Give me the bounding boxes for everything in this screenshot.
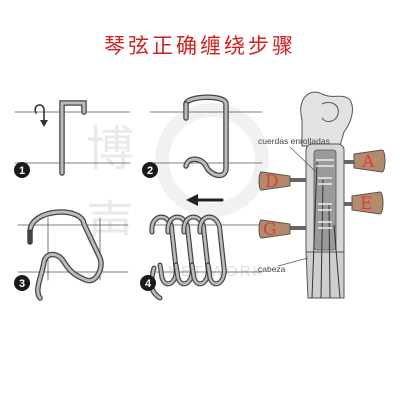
note-coiled-strings: cuerdas enrolladas	[258, 136, 330, 146]
peg-label-e: E	[360, 194, 372, 214]
violin-pegbox: D A E G cuerdas enrolladas cabeza	[258, 91, 386, 299]
step-1-string	[59, 100, 87, 176]
step-2-badge	[142, 162, 158, 178]
step-badges: 1 2 3 4	[14, 162, 158, 291]
step-4-coils	[149, 214, 227, 301]
peg-e	[351, 191, 384, 215]
step-1-panel	[14, 100, 131, 176]
peg-label-a: A	[361, 152, 375, 172]
peg-a	[353, 149, 386, 173]
peg-d	[258, 171, 291, 191]
diagram-title: 琴弦正确缠绕步骤	[104, 34, 296, 58]
step-1-number: 1	[19, 165, 25, 177]
peg-label-d: D	[265, 172, 279, 192]
note-head-leader	[277, 257, 309, 267]
violin-scroll	[300, 91, 353, 147]
peg-g	[258, 219, 291, 239]
step-1-rotation-arrow	[34, 104, 45, 125]
note-coiled-strings-leader	[289, 146, 317, 173]
step-4-badge	[140, 275, 156, 291]
coiled-strings	[316, 159, 334, 229]
watermark-latin: NET WORK	[168, 263, 265, 280]
step-3-badge	[14, 275, 30, 291]
step-3-number: 3	[19, 278, 25, 290]
watermark-ring	[155, 103, 269, 217]
step-2-number: 2	[147, 165, 153, 177]
peg-shafts	[286, 160, 358, 230]
step-4-panel	[149, 194, 263, 301]
peg-label-g: G	[263, 220, 277, 240]
step-3-panel	[17, 209, 129, 301]
watermark: 博 声 NET WORK	[86, 103, 269, 280]
step-4-number: 4	[145, 278, 152, 290]
note-head: cabeza	[258, 264, 286, 274]
step-2-panel	[149, 94, 263, 179]
watermark-char-1: 博	[86, 121, 134, 177]
pegbox-cavity	[313, 149, 337, 251]
violin-neck	[305, 251, 345, 299]
step-1-badge	[14, 162, 30, 178]
step-1-peg-outline	[14, 111, 131, 164]
violin-strings	[311, 161, 341, 299]
